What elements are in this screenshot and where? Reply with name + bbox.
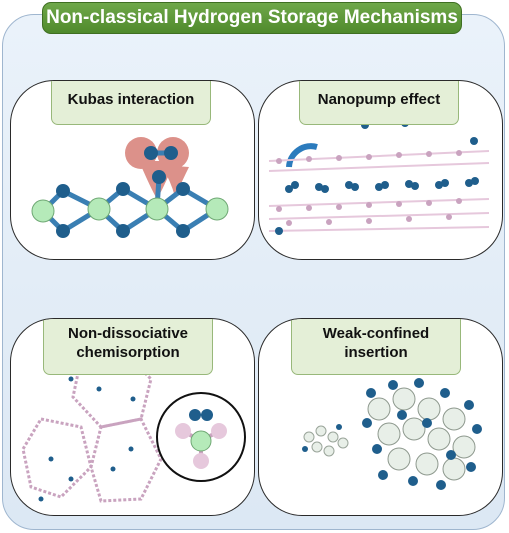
confined-hydrogen (362, 378, 482, 490)
label-weak-confined-line2: insertion (344, 344, 408, 361)
panel-weak-confined: Weak-confined insertion (258, 318, 503, 516)
carbon-atoms (276, 150, 462, 226)
label-nanopump-text: Nanopump effect (317, 90, 441, 108)
graphene-layers (268, 150, 490, 232)
metal-atoms (31, 197, 229, 223)
label-weak-confined-line1: Weak-confined (322, 325, 430, 343)
large-cluster (367, 387, 476, 481)
diagram-title: Non-classical Hydrogen Storage Mechanism… (42, 2, 462, 34)
label-weak-confined: Weak-confined insertion (291, 319, 461, 375)
panel-non-dissociative: Non-dissociative chemisorption (10, 318, 255, 516)
panel-nanopump: Nanopump effect (258, 80, 503, 260)
hydrogen-atoms (56, 146, 190, 238)
label-non-dissociative-line1: Non-dissociative (67, 325, 189, 343)
zoom-inset (156, 392, 246, 482)
label-non-dissociative: Non-dissociative chemisorption (43, 319, 213, 375)
panel-kubas: Kubas interaction (10, 80, 255, 260)
cluster-illustration (302, 378, 482, 490)
label-kubas: Kubas interaction (51, 81, 211, 125)
label-kubas-text: Kubas interaction (67, 90, 195, 108)
pump-arrow (286, 143, 318, 168)
adsorbed-hydrogen (38, 376, 136, 502)
kubas-illustration (31, 137, 229, 238)
label-nanopump: Nanopump effect (299, 81, 459, 125)
small-cluster (302, 424, 349, 457)
label-non-dissociative-line2: chemisorption (76, 344, 180, 361)
